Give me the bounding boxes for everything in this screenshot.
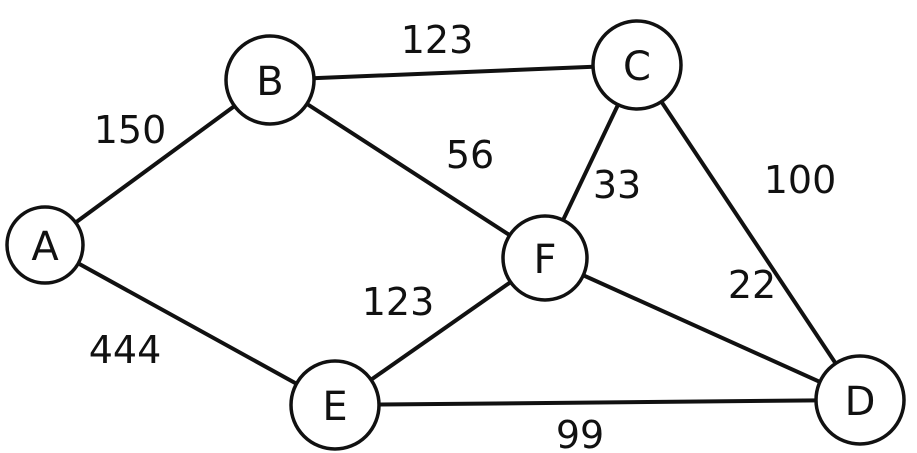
node-c: C (591, 19, 683, 111)
weight-e-f: 123 (362, 280, 435, 324)
node-label-b: B (256, 59, 283, 105)
weight-f-d: 22 (728, 263, 776, 307)
node-a: A (5, 205, 85, 285)
edges (43, 63, 862, 407)
node-label-d: D (845, 379, 876, 425)
edge-a-b (43, 78, 272, 247)
nodes: A B C F E D (5, 19, 906, 451)
node-label-a: A (31, 224, 59, 270)
weight-b-f: 56 (446, 133, 494, 177)
node-label-c: C (623, 44, 651, 90)
edge-weights: 150 123 56 33 100 22 123 444 99 (89, 18, 837, 453)
weight-b-c: 123 (401, 18, 474, 62)
edge-f-d (544, 256, 861, 402)
weight-a-e: 444 (89, 328, 162, 372)
edge-a-e (44, 243, 336, 407)
node-label-f: F (533, 237, 556, 283)
edge-c-d (635, 63, 862, 402)
weight-c-d: 100 (764, 158, 837, 202)
weight-c-f: 33 (593, 163, 641, 207)
edge-e-d (334, 398, 861, 407)
node-f: F (501, 214, 589, 302)
edge-b-f (268, 78, 547, 260)
weight-a-b: 150 (94, 108, 167, 152)
node-d: D (814, 354, 906, 446)
weight-e-d: 99 (556, 413, 604, 453)
node-e: E (289, 359, 381, 451)
node-b: B (224, 34, 316, 126)
edge-b-c (269, 63, 638, 82)
node-label-e: E (322, 384, 347, 430)
